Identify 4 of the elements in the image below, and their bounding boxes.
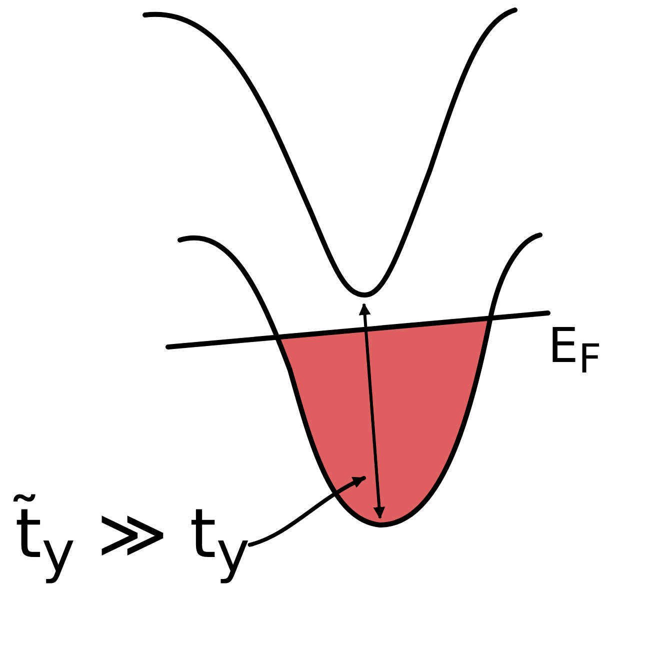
hopping-inequality-label: t̃$_{y}$ ≫ t$_{y}$ bbox=[15, 495, 250, 586]
leader-line bbox=[248, 476, 366, 547]
double-arrow bbox=[358, 303, 386, 519]
fermi-energy-label: E$_{F}$ bbox=[548, 318, 602, 383]
